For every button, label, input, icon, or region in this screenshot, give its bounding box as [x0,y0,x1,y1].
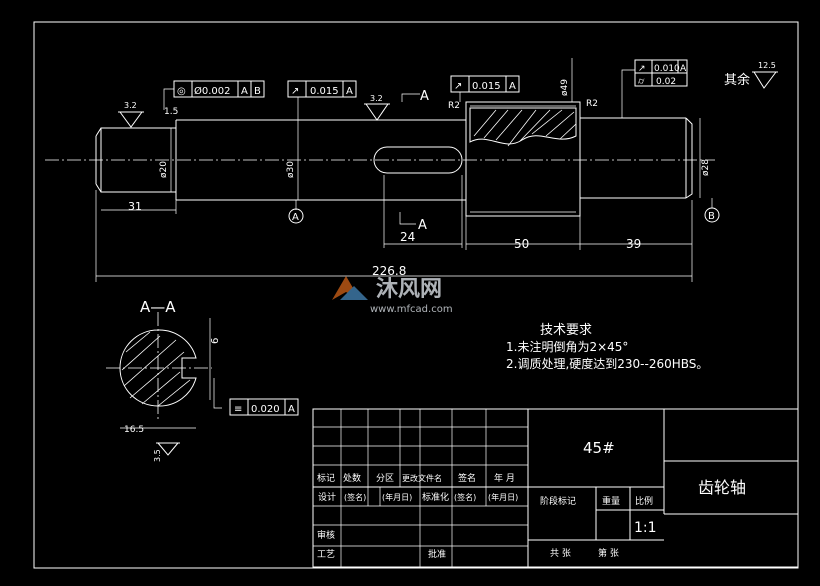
dim-dia-right: ø28 [701,159,711,176]
coax-ref2: B [254,86,261,97]
symmetry-symbol: ≡ [234,404,242,415]
cylindricity-symbol: ⌭ [638,77,645,87]
runout-mid-symbol: ↗ [291,86,299,97]
tb-row-changefile: 更改文件名 [402,473,442,483]
tb-process: 工艺 [317,549,335,560]
finish-rest-label: 其余 [724,72,750,88]
drawing-title: 齿轮轴 [698,478,746,497]
surface-finish-symbols [118,71,778,456]
datum-b-circle [704,207,720,223]
symmetry-value: 0.020 [251,404,280,415]
tb-row-mark: 标记 [317,472,335,484]
section-mark-bottom: A [418,218,427,233]
coax-value: Ø0.002 [194,85,231,97]
runout-right-ref: A [680,64,687,74]
section-view [106,312,299,429]
coax-symbol: ◎ [177,86,186,97]
radius-left: R2 [448,101,460,111]
dim-total-length: 226.8 [372,264,406,278]
tb-standard-sign: (签名) [454,492,476,502]
runout-right-symbol: ↗ [638,64,646,74]
tb-standard: 标准化 [422,491,449,503]
radius-right: R2 [586,99,598,109]
finish-left: 3.2 [124,101,137,110]
cylindricity-value: 0.02 [656,77,676,87]
tech-item-2: 2.调质处理,硬度达到230--260HBS。 [506,356,708,371]
watermark-brand: 沐风网 [376,277,442,302]
shaft-outline [95,101,693,217]
drawing-border [33,21,799,569]
tb-standard-date: (年月日) [488,492,518,502]
chamfer-left: 1.5 [164,107,178,117]
datum-a-label: A [292,212,299,223]
runout-mid-ref: A [346,86,353,97]
dim-keyway-length: 24 [400,230,415,244]
gear-hatch [469,107,577,147]
runout-gear-value: 0.015 [472,81,501,92]
datum-a-circle [288,208,304,224]
tb-review: 审核 [317,529,335,541]
runout-gear-frame [450,75,520,102]
finish-rest-value: 12.5 [758,61,776,70]
tb-row-zone: 分区 [376,473,394,484]
material-label: 45# [583,439,615,457]
dim-left-length: 31 [128,200,142,213]
dimension-lines [95,58,713,282]
watermark [332,276,368,300]
finish-mid: 3.2 [370,94,383,103]
coax-ref1: A [241,86,248,97]
section-mark-top: A [420,89,429,104]
title-block-grid [312,408,799,568]
tb-row-count: 处数 [343,472,361,484]
section-title: A—A [140,298,176,316]
runout-gear-symbol: ↗ [454,81,462,92]
finish-section: 3.5 [153,449,162,462]
dim-dia-gear: ø49 [560,79,570,96]
tb-design-date: (年月日) [382,492,412,502]
tech-heading: 技术要求 [540,323,592,338]
tb-approve: 批准 [428,548,446,560]
dim-dia-mid: ø30 [286,161,296,178]
tb-row-sign: 签名 [458,472,476,484]
datum-b-label: B [708,211,715,222]
runout-right-value: 0.010 [654,64,680,74]
keyway-slot [373,146,463,174]
symmetry-ref: A [288,404,295,415]
runout-gear-ref: A [509,81,516,92]
tb-stage: 阶段标记 [540,495,576,507]
tb-scale-value: 1:1 [634,520,657,536]
tb-design-sign: (签名) [344,492,366,502]
watermark-url: www.mfcad.com [370,304,453,315]
dim-section-width: 16.5 [124,425,144,435]
dim-right-length: 39 [626,237,641,251]
tb-sheets-total: 共 张 [550,548,571,559]
tb-scale-label: 比例 [635,495,653,507]
runout-mid-frame [287,80,357,120]
coaxiality-frame [163,80,265,110]
dim-dia-left: ø20 [159,161,169,178]
dim-gear-length: 50 [514,237,529,251]
dim-keyway-width: 6 [210,338,221,344]
runout-mid-value: 0.015 [310,86,339,97]
tb-row-date: 年 月 [494,472,515,484]
tb-sheet-no: 第 张 [598,547,619,559]
right-tolerance-frame [621,59,688,118]
tb-weight: 重量 [602,495,620,507]
tb-design: 设计 [318,491,336,503]
tech-item-1: 1.未注明倒角为2×45° [506,339,628,354]
